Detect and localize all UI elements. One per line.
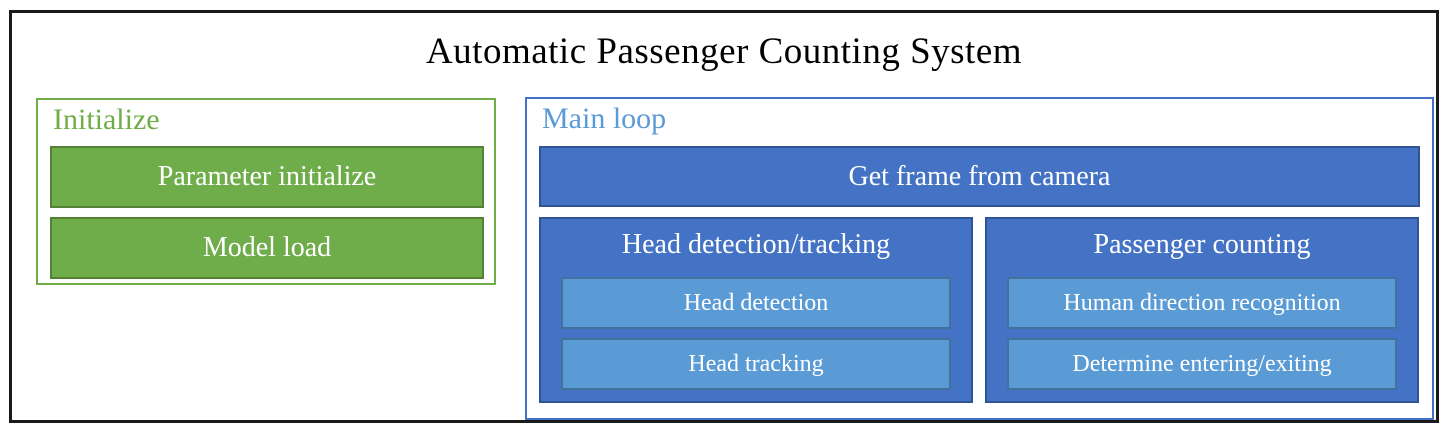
diagram-title: Automatic Passenger Counting System [425, 31, 1023, 72]
main-loop-group: Main loop Get frame from camera Head det… [525, 97, 1434, 420]
main-loop-group-label: Main loop [542, 102, 667, 135]
step-head-detection: Head detection [561, 277, 951, 329]
step-determine-entering-exiting: Determine entering/exiting [1007, 338, 1397, 390]
step-get-frame-from-camera: Get frame from camera [539, 146, 1420, 207]
head-detection-tracking-group: Head detection/tracking Head detection H… [539, 217, 973, 403]
initialize-group: Initialize Parameter initialize Model lo… [36, 98, 496, 285]
step-model-load: Model load [50, 217, 484, 279]
step-head-tracking: Head tracking [561, 338, 951, 390]
initialize-group-label: Initialize [53, 103, 160, 136]
outer-frame: Automatic Passenger Counting System Init… [9, 10, 1439, 423]
step-parameter-initialize: Parameter initialize [50, 146, 484, 208]
passenger-counting-group: Passenger counting Human direction recog… [985, 217, 1419, 403]
passenger-counting-group-label: Passenger counting [1093, 229, 1311, 260]
head-detection-tracking-group-label: Head detection/tracking [621, 229, 891, 260]
step-human-direction-recognition: Human direction recognition [1007, 277, 1397, 329]
